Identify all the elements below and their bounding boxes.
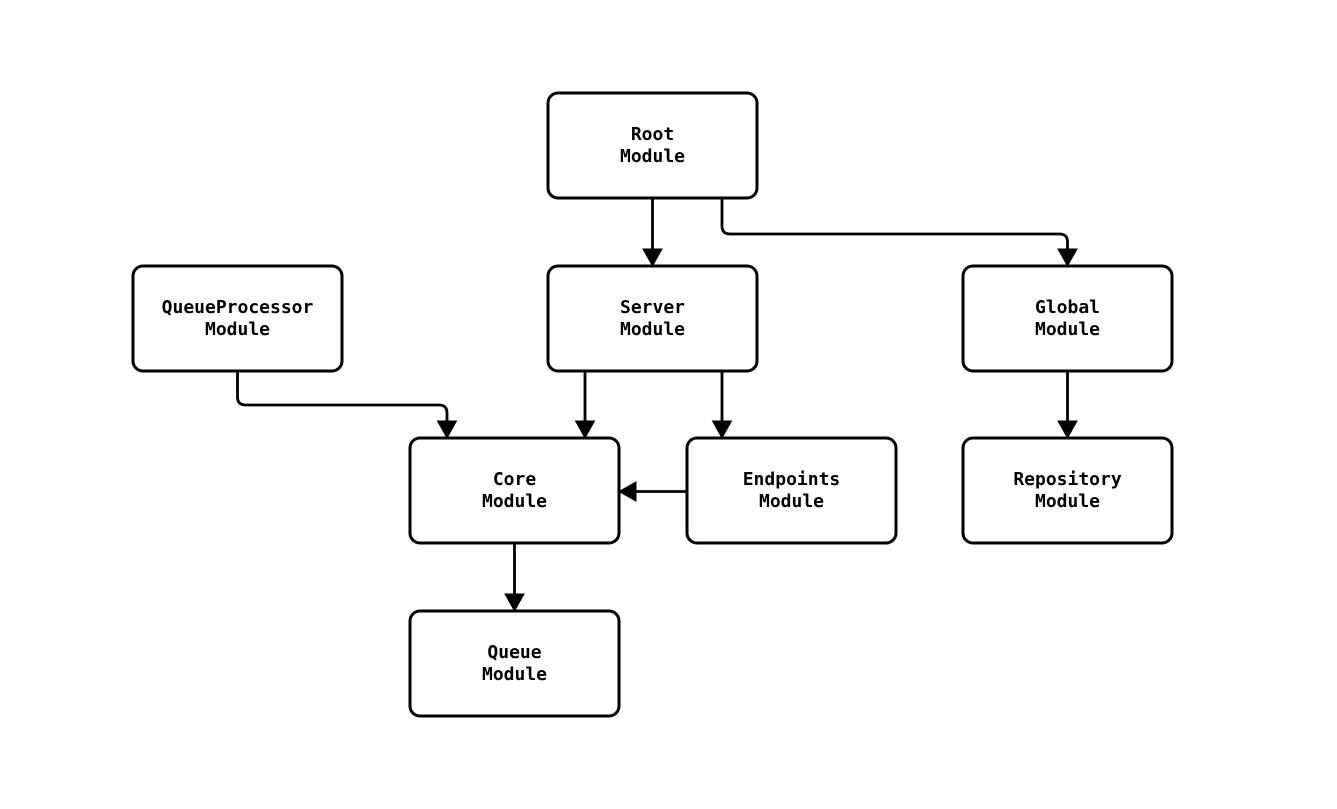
node-box — [131, 264, 344, 373]
node-global-module: Global Module — [961, 264, 1174, 373]
edge-global-to-repository — [1057, 371, 1078, 440]
edge-root-to-global — [720, 198, 1078, 268]
node-label-line1: Repository — [1013, 469, 1122, 490]
node-label-line1: Queue — [487, 642, 541, 663]
node-label-line2: Module — [205, 319, 270, 340]
edge-endpoints-to-core — [617, 481, 687, 502]
node-queue-module: Queue Module — [408, 609, 621, 718]
node-label-line1: Server — [620, 297, 685, 318]
edge-arrowhead — [617, 481, 637, 502]
edge-arrowhead — [642, 248, 663, 268]
edge-arrowhead — [1057, 420, 1078, 440]
edge-arrowhead — [436, 420, 458, 440]
node-label-line1: QueueProcessor — [162, 297, 314, 318]
node-label-line1: Core — [493, 469, 537, 490]
edge-core-to-queue — [504, 543, 525, 613]
node-label-line2: Module — [1035, 491, 1100, 512]
node-server-module: Server Module — [546, 264, 759, 373]
edge-line — [236, 371, 449, 421]
node-label-line1: Endpoints — [743, 469, 841, 490]
edge-server-to-endpoints — [711, 371, 733, 440]
edge-root-to-server — [642, 198, 663, 268]
edge-arrowhead — [1057, 248, 1078, 268]
edge-arrowhead — [504, 593, 525, 613]
edge-arrowhead — [711, 420, 733, 440]
node-box — [961, 264, 1174, 373]
node-root-module: Root Module — [546, 91, 759, 200]
node-label-line1: Global — [1035, 297, 1100, 318]
node-box — [546, 264, 759, 373]
node-repository-module: Repository Module — [961, 436, 1174, 545]
node-box — [408, 436, 621, 545]
node-label-line2: Module — [1035, 319, 1100, 340]
node-box — [408, 609, 621, 718]
node-label-line2: Module — [759, 491, 824, 512]
edge-arrowhead — [574, 420, 596, 440]
node-endpoints-module: Endpoints Module — [685, 436, 898, 545]
node-label-line1: Root — [631, 124, 674, 145]
node-label-line2: Module — [620, 319, 685, 340]
node-label-line2: Module — [482, 491, 547, 512]
node-box — [546, 91, 759, 200]
edge-line — [720, 198, 1069, 249]
edge-queueprocessor-to-core — [236, 371, 458, 440]
edge-server-to-core — [574, 371, 596, 440]
node-label-line2: Module — [482, 664, 547, 685]
node-box — [961, 436, 1174, 545]
node-label-line2: Module — [620, 146, 685, 167]
node-core-module: Core Module — [408, 436, 621, 545]
node-queueprocessor-module: QueueProcessor Module — [131, 264, 344, 373]
node-box — [685, 436, 898, 545]
